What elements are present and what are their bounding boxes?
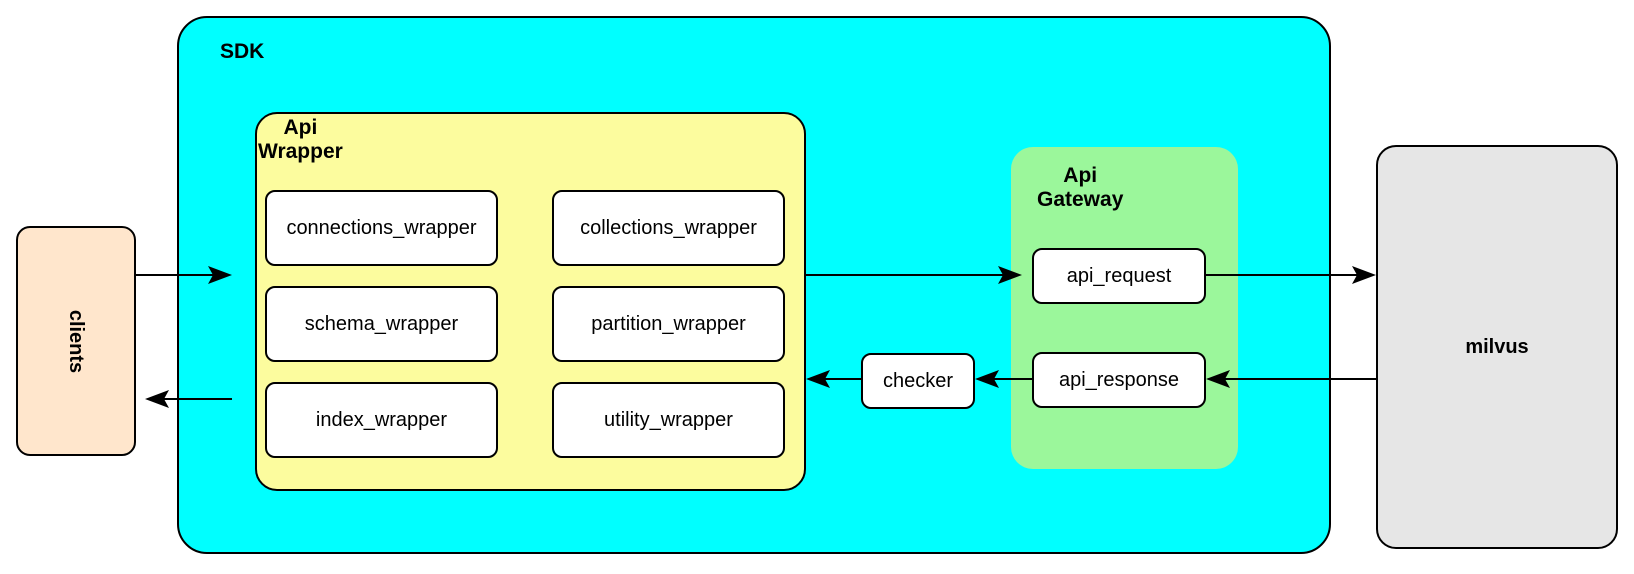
- node-connections-wrapper-label: connections_wrapper: [286, 216, 477, 239]
- node-utility-wrapper[interactable]: utility_wrapper: [552, 382, 785, 458]
- container-api-wrapper-label: Api Wrapper: [258, 116, 343, 163]
- node-api-request[interactable]: api_request: [1032, 248, 1206, 304]
- node-collections-wrapper[interactable]: collections_wrapper: [552, 190, 785, 266]
- node-partition-wrapper[interactable]: partition_wrapper: [552, 286, 785, 362]
- node-milvus-label: milvus: [1465, 335, 1529, 358]
- node-utility-wrapper-label: utility_wrapper: [604, 408, 733, 431]
- node-clients-label: clients: [65, 309, 88, 373]
- node-checker-label: checker: [882, 369, 954, 392]
- node-index-wrapper-label: index_wrapper: [315, 408, 448, 431]
- node-schema-wrapper[interactable]: schema_wrapper: [265, 286, 498, 362]
- container-sdk-label: SDK: [220, 40, 265, 63]
- node-api-response-label: api_response: [1058, 368, 1180, 391]
- node-collections-wrapper-label: collections_wrapper: [580, 216, 757, 239]
- node-api-request-label: api_request: [1066, 264, 1172, 287]
- node-checker[interactable]: checker: [861, 353, 975, 409]
- container-api-gateway-label: Api Gateway: [1037, 164, 1124, 211]
- node-partition-wrapper-label: partition_wrapper: [591, 312, 746, 335]
- node-milvus[interactable]: milvus: [1376, 145, 1618, 549]
- node-clients[interactable]: clients: [16, 226, 136, 456]
- node-api-response[interactable]: api_response: [1032, 352, 1206, 408]
- node-connections-wrapper[interactable]: connections_wrapper: [265, 190, 498, 266]
- container-api-gateway: [1011, 147, 1238, 469]
- node-index-wrapper[interactable]: index_wrapper: [265, 382, 498, 458]
- node-schema-wrapper-label: schema_wrapper: [304, 312, 459, 335]
